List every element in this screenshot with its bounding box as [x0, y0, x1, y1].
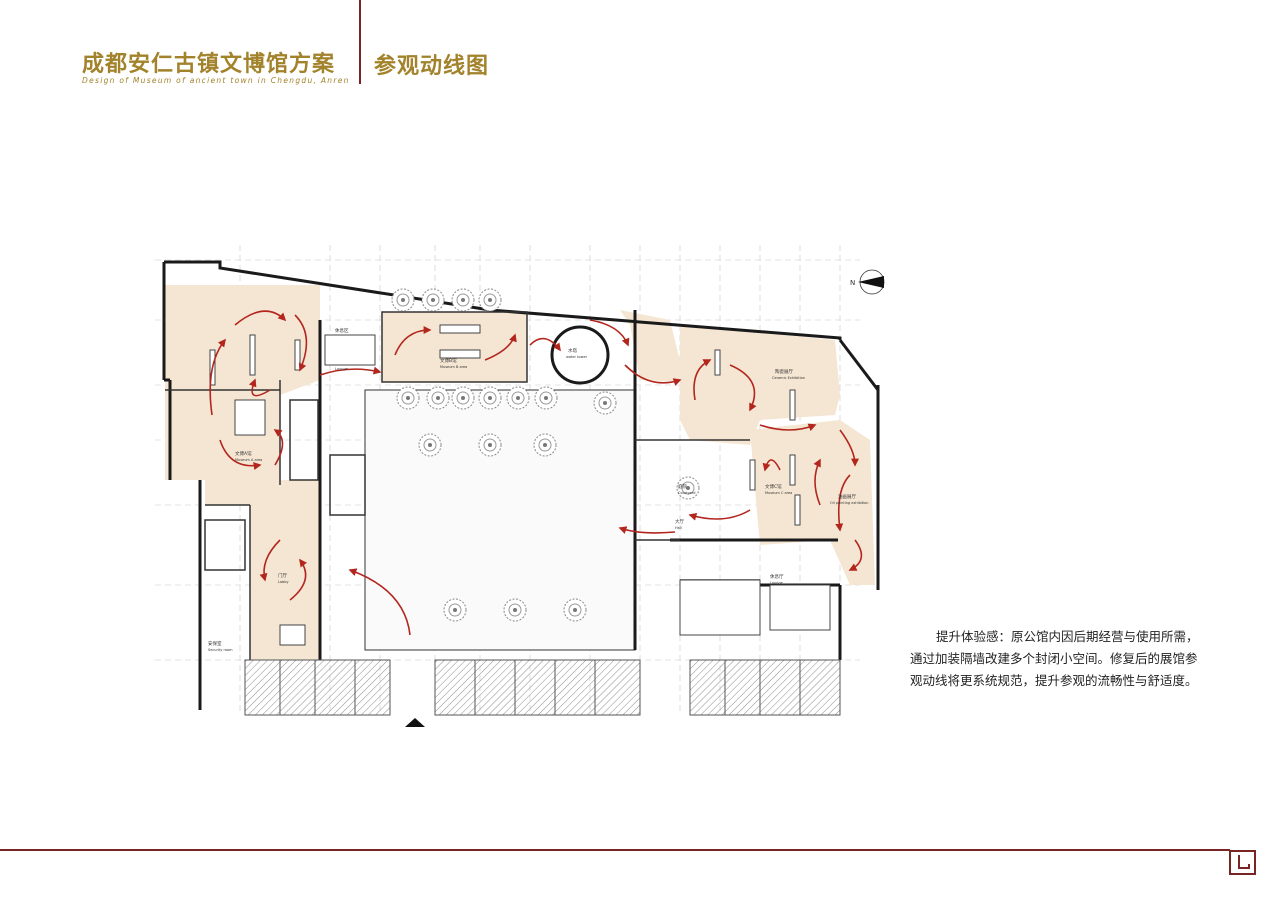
label-lounge-en: Lounge: [335, 367, 348, 371]
label-museum-b-en: Museum B area: [440, 365, 467, 369]
label-water-tower: 水塔: [568, 347, 577, 354]
hatched-bays: [244, 659, 841, 716]
label-lobby: 门厅: [278, 572, 287, 579]
label-museum-c-en: Museum C area: [765, 491, 792, 495]
display-cases: [209, 324, 831, 646]
label-hall-en: Hall: [675, 526, 682, 530]
label-lounge: 休息区: [335, 327, 349, 334]
section-title: 参观动线图: [374, 53, 490, 79]
floor-plan: 文博B馆 Museum B area 文博A馆 Museum A area 文博…: [155, 245, 885, 727]
square-spiral-logo-icon: [1229, 850, 1256, 875]
water-tower: [550, 325, 610, 385]
page-subtitle: Design of Museum of ancient town in Chen…: [82, 76, 350, 85]
label-rest-hall: 休息厅: [770, 573, 784, 580]
label-courtyard-en: Courtyard: [678, 491, 695, 495]
label-museum-a-en: Museum A area: [235, 458, 262, 462]
label-rest-hall-en: Lounge: [770, 581, 783, 585]
label-ceramic: 陶瓷展厅: [775, 368, 793, 375]
label-oil-painting: 油画展厅: [838, 493, 856, 500]
page-title: 成都安仁古镇文博馆方案: [82, 51, 336, 77]
label-hall: 大厅: [675, 518, 684, 525]
label-museum-a: 文博A馆: [235, 450, 252, 457]
label-oil-painting-en: Oil painting exhibition: [830, 501, 869, 505]
footer-line: [0, 849, 1230, 851]
label-museum-b: 文博B馆: [440, 357, 457, 364]
visitor-route: [209, 310, 863, 636]
label-water-tower-en: water tower: [566, 355, 588, 359]
north-arrow-icon: N: [850, 269, 885, 295]
label-ceramic-en: Ceramic Exhibition: [772, 376, 805, 380]
courtyard-ground: [364, 389, 636, 651]
label-courtyard: 庭院: [678, 483, 687, 490]
description-text: 提升体验感：原公馆内因后期经营与使用所需，通过加装隔墙改建多个封闭小空间。修复后…: [910, 629, 1199, 688]
label-security-room: 安保室: [208, 640, 222, 647]
walls: [162, 260, 880, 710]
label-lobby-en: Lobby: [278, 580, 289, 584]
north-mark: N: [850, 279, 855, 287]
label-security-room-en: Security room: [208, 648, 233, 652]
header-divider: [359, 0, 361, 84]
label-museum-c: 文博C馆: [765, 483, 782, 490]
entrance-triangle-icon: [405, 718, 425, 727]
